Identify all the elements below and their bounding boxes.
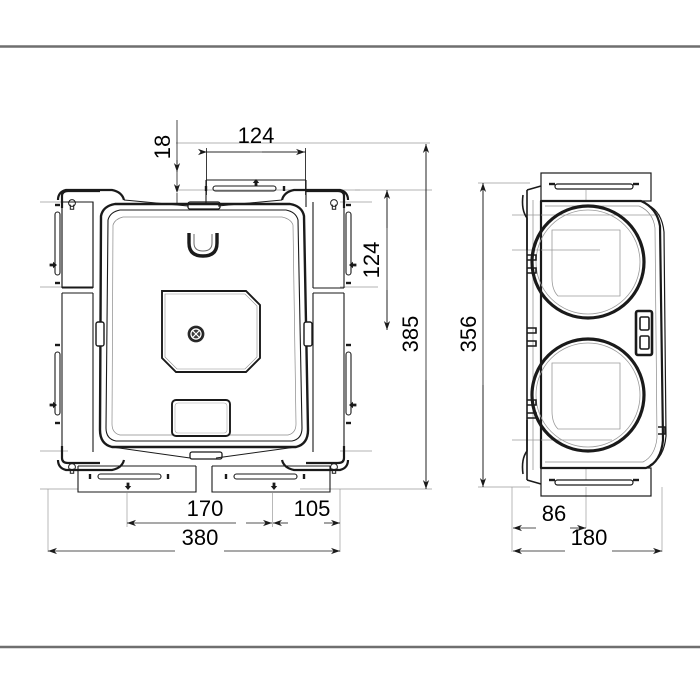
- keyhole-mount-top-right: [330, 199, 338, 210]
- keyhole-mount-bottom-right: [330, 463, 338, 474]
- u-hook-icon: [187, 233, 219, 258]
- bracket-slot-ticks: [55, 186, 351, 479]
- dimension-180-label: 180: [571, 525, 608, 550]
- dimension-18-label: 18: [150, 135, 175, 159]
- dimension-170-label: 170: [187, 496, 224, 521]
- dimension-86: 86: [513, 501, 586, 532]
- dimension-356: 356: [456, 183, 487, 487]
- dimension-105: 105: [273, 496, 340, 527]
- dimension-124-top-label: 124: [238, 123, 275, 148]
- keyhole-mount-top-left: [68, 199, 76, 210]
- label-plate: [171, 399, 231, 437]
- dimension-18: 18: [150, 120, 181, 205]
- dimension-124-top: 124: [198, 123, 306, 195]
- dimension-380-label: 380: [182, 525, 219, 550]
- dimension-385-label: 385: [398, 316, 423, 353]
- dimension-105-label: 105: [294, 496, 331, 521]
- dimension-124-side-label: 124: [359, 242, 384, 279]
- dimension-180: 180: [513, 525, 662, 555]
- mounting-bracket-frame: [61, 179, 345, 493]
- dimension-86-label: 86: [542, 501, 566, 526]
- side-housing-outline: [539, 199, 667, 470]
- center-screw-icon: [187, 325, 205, 343]
- dimension-356-label: 356: [456, 316, 481, 353]
- center-access-panel: [161, 290, 261, 373]
- dimension-380: 380: [48, 525, 340, 555]
- housing-bottom-skirt: [56, 446, 350, 472]
- side-back-clips: [527, 254, 666, 435]
- duct-spigot-upper: [530, 204, 646, 320]
- dimension-124-side: 124: [359, 190, 391, 330]
- side-view-dimensions: 356 86 180: [456, 183, 662, 555]
- dimension-385: 385: [398, 144, 430, 489]
- keyhole-mount-bottom-left: [68, 463, 76, 474]
- bracket-slots: [54, 185, 352, 480]
- housing-side-tabs: [95, 321, 313, 347]
- terminal-block-connector: [634, 309, 654, 357]
- side-view: [478, 172, 667, 552]
- dimension-170: 170: [127, 496, 272, 527]
- side-back-plate: [521, 185, 542, 485]
- front-view-dimensions: 18 124 124 385 170: [48, 120, 430, 555]
- front-view: [40, 142, 432, 552]
- duct-spigot-lower: [530, 337, 646, 453]
